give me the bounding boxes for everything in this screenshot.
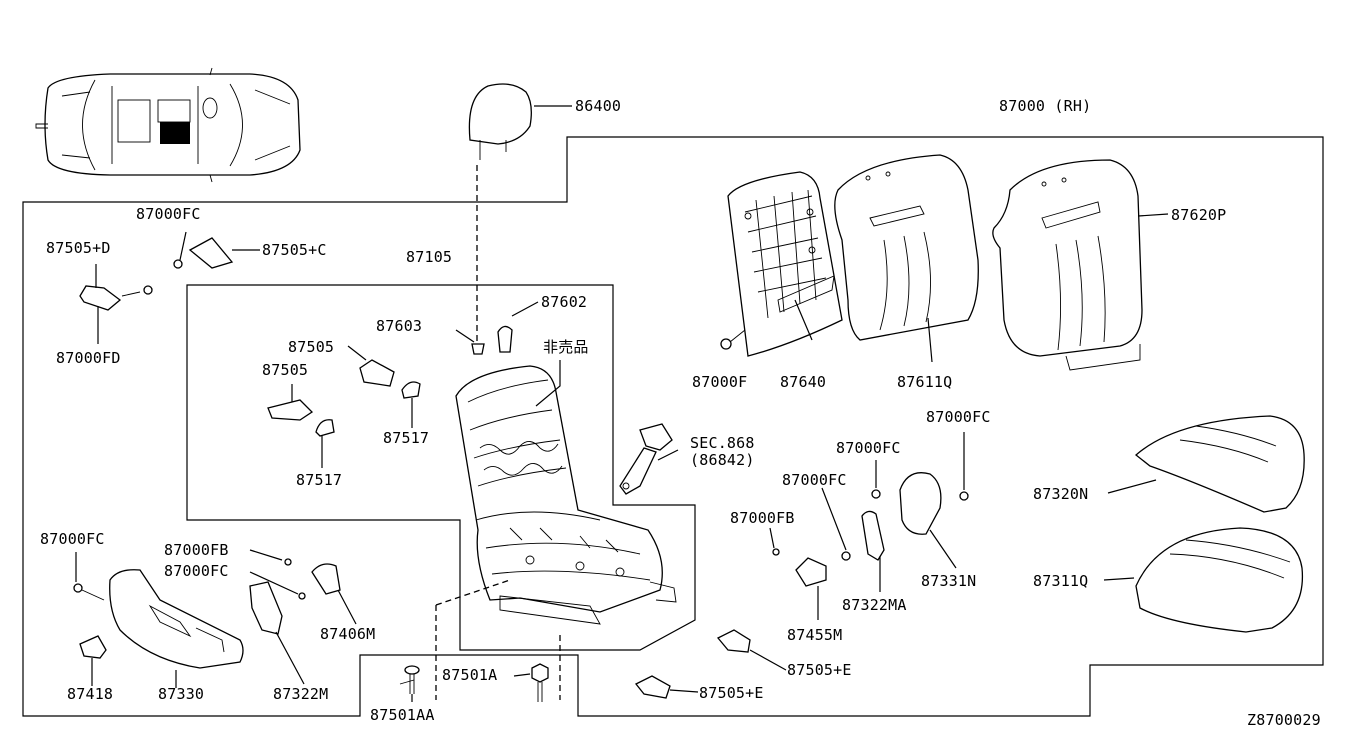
guide-87602-part bbox=[497, 301, 539, 353]
clip-87000fc-mid-part bbox=[249, 571, 306, 600]
callout-87000fc-d: 87000FC bbox=[782, 471, 847, 489]
cushion-trim-part bbox=[1134, 415, 1305, 513]
callout-87105: 87105 bbox=[406, 248, 453, 266]
bracket-87505-lower-part bbox=[267, 384, 314, 421]
cover-87406m-part bbox=[311, 563, 357, 625]
callout-87000fc-f: 87000FC bbox=[926, 408, 991, 426]
clip-87000fb-left-part bbox=[249, 549, 292, 566]
callout-87505-e-a: 87505+E bbox=[787, 661, 852, 679]
callout-87602: 87602 bbox=[541, 293, 588, 311]
seatback-trim-part bbox=[992, 159, 1143, 371]
vehicle-locator-icon bbox=[35, 67, 301, 183]
guide-87603-part bbox=[455, 329, 485, 355]
callout-87501aa: 87501AA bbox=[370, 706, 435, 724]
callout-87505-c: 87505+C bbox=[262, 241, 327, 259]
callout-87640: 87640 bbox=[780, 373, 827, 391]
bracket-87505-upper-part bbox=[347, 345, 395, 387]
lever-87322ma-part bbox=[861, 510, 885, 592]
callout-87505-b: 87505 bbox=[262, 361, 309, 379]
cap-87505e-lower-part bbox=[634, 675, 699, 699]
finisher-87330-part bbox=[109, 569, 244, 669]
callout-87505-d: 87505+D bbox=[46, 239, 111, 257]
callout-87603: 87603 bbox=[376, 317, 423, 335]
callout-87455m: 87455M bbox=[787, 626, 843, 644]
bracket-87505d-part bbox=[79, 264, 153, 344]
bracket-87455m-part bbox=[795, 557, 827, 620]
bolt-87501a-part bbox=[513, 663, 549, 702]
callout-87322ma: 87322MA bbox=[842, 596, 907, 614]
escutcheon-87517-left-part bbox=[315, 419, 335, 468]
callout-87620p: 87620P bbox=[1171, 206, 1227, 224]
escutcheon-87517-right-part bbox=[401, 381, 421, 428]
callout-not-sold-separately: 非売品 bbox=[543, 338, 589, 356]
seatback-pad-part bbox=[834, 154, 979, 341]
callout-87000fd: 87000FD bbox=[56, 349, 121, 367]
clip-87000fc-mid-right-part bbox=[871, 460, 881, 499]
callout-87505-e-b: 87505+E bbox=[699, 684, 764, 702]
callout-87406m: 87406M bbox=[320, 625, 376, 643]
callout-sec-868: SEC.868 bbox=[690, 434, 755, 452]
callout-87000fb-b: 87000FB bbox=[730, 509, 795, 527]
cover-87331n-part bbox=[899, 472, 957, 569]
callout-87517-a: 87517 bbox=[383, 429, 430, 447]
seatback-board-part bbox=[727, 171, 843, 357]
callout-87000f: 87000F bbox=[692, 373, 748, 391]
seatbelt-buckle-part bbox=[619, 423, 679, 495]
callout-87000fc-a: 87000FC bbox=[136, 205, 201, 223]
cushion-pad-part bbox=[1135, 527, 1304, 633]
seat-frame-part bbox=[455, 365, 677, 625]
bolt-87501aa-part bbox=[399, 665, 420, 702]
diagram-code: Z8700029 bbox=[1247, 711, 1321, 729]
clip-87000fc-left-part bbox=[73, 552, 105, 601]
callout-87331n: 87331N bbox=[921, 572, 977, 590]
callout-87611q: 87611Q bbox=[897, 373, 953, 391]
rh-seat-assembly-outline bbox=[22, 136, 1324, 717]
cap-87505e-upper-part bbox=[716, 629, 787, 671]
clip-87000fc-upper-right-part bbox=[959, 432, 969, 501]
callout-87330: 87330 bbox=[158, 685, 205, 703]
headrest-part bbox=[468, 83, 532, 345]
callout-86842: (86842) bbox=[690, 451, 755, 469]
callout-87000-rh: 87000 (RH) bbox=[999, 97, 1092, 115]
callout-87501a: 87501A bbox=[442, 666, 498, 684]
callout-87000fc-b: 87000FC bbox=[40, 530, 105, 548]
callout-86400: 86400 bbox=[575, 97, 622, 115]
bracket-87505c-part bbox=[173, 231, 260, 269]
callout-87322m: 87322M bbox=[273, 685, 329, 703]
frame-sub-assembly-outline bbox=[186, 284, 696, 651]
callout-87517-b: 87517 bbox=[296, 471, 343, 489]
highlighted-seat-marker bbox=[160, 122, 190, 144]
callout-87311q: 87311Q bbox=[1033, 572, 1089, 590]
knob-87418-part bbox=[79, 635, 107, 686]
callout-87505-a: 87505 bbox=[288, 338, 335, 356]
callout-87320n: 87320N bbox=[1033, 485, 1089, 503]
lever-87322m-part bbox=[249, 581, 305, 685]
callout-87000fc-e: 87000FC bbox=[836, 439, 901, 457]
clip-87000f-part bbox=[720, 329, 746, 350]
callout-87418: 87418 bbox=[67, 685, 114, 703]
callout-87000fb-a: 87000FB bbox=[164, 541, 229, 559]
clip-87000fb-right-part bbox=[769, 527, 780, 556]
callout-87000fc-c: 87000FC bbox=[164, 562, 229, 580]
clip-87000fc-lower-right-part bbox=[821, 487, 851, 561]
